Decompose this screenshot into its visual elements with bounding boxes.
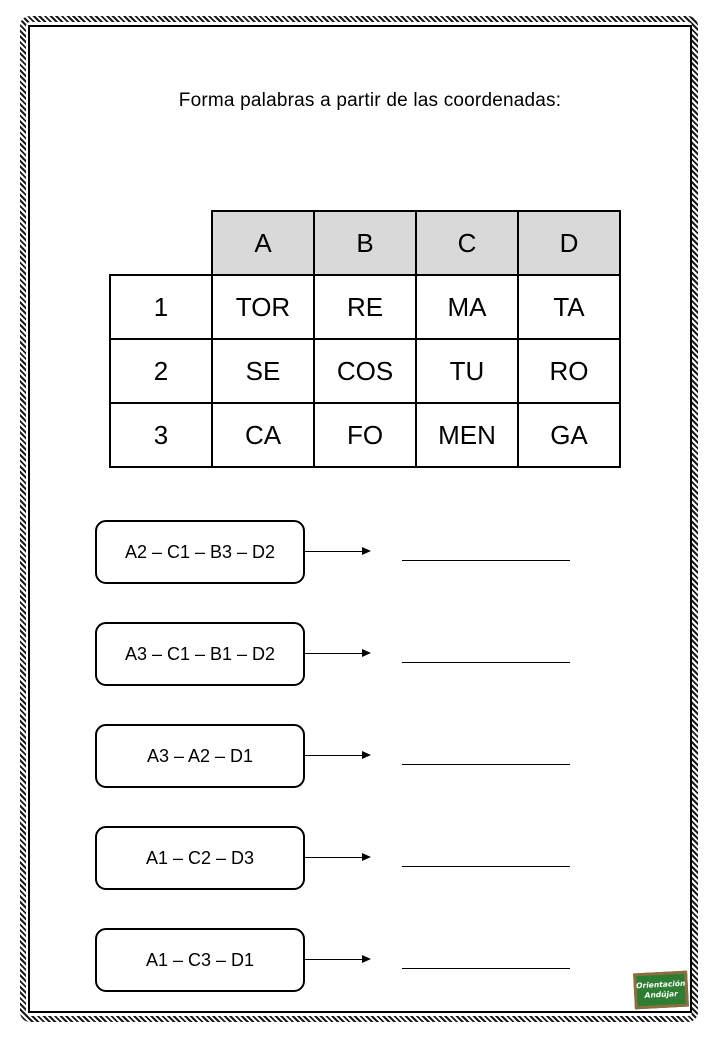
column-header-d: D <box>517 210 621 276</box>
syllable-cell: TOR <box>211 274 315 340</box>
syllable-cell: SE <box>211 338 315 404</box>
column-header-c: C <box>415 210 519 276</box>
syllable-cell: TA <box>517 274 621 340</box>
answer-blank[interactable] <box>402 866 570 867</box>
syllable-cell: MEN <box>415 402 519 468</box>
decorative-rope-border <box>20 16 698 1022</box>
chalkboard-icon: Orientación Andújar <box>633 970 689 1010</box>
syllable-cell: MA <box>415 274 519 340</box>
logo-line-2: Andújar <box>644 989 679 1000</box>
table-row: 2 SE COS TU RO <box>109 338 621 404</box>
table-row: 1 TOR RE MA TA <box>109 274 621 340</box>
coordinate-box: A1 – C3 – D1 <box>95 928 305 992</box>
syllable-cell: TU <box>415 338 519 404</box>
exercise-item: A1 – C2 – D3 <box>95 826 595 890</box>
answer-blank[interactable] <box>402 662 570 663</box>
arrow-head-icon <box>362 955 371 963</box>
syllable-cell: RO <box>517 338 621 404</box>
syllable-cell: RE <box>313 274 417 340</box>
exercise-item: A3 – C1 – B1 – D2 <box>95 622 595 686</box>
arrow-line <box>305 857 363 858</box>
syllable-cell: FO <box>313 402 417 468</box>
coordinate-table: A B C D 1 TOR RE MA TA 2 SE COS TU RO 3 … <box>109 210 621 468</box>
syllable-cell: CA <box>211 402 315 468</box>
arrow-head-icon <box>362 649 371 657</box>
row-header: 2 <box>109 338 213 404</box>
header-row: A B C D <box>110 210 621 276</box>
orientacion-andujar-logo: Orientación Andújar <box>633 970 689 1010</box>
table-row: 3 CA FO MEN GA <box>109 402 621 468</box>
answer-blank[interactable] <box>402 968 570 969</box>
arrow-head-icon <box>362 547 371 555</box>
column-header-a: A <box>211 210 315 276</box>
column-header-b: B <box>313 210 417 276</box>
arrow-line <box>305 653 363 654</box>
row-header: 1 <box>109 274 213 340</box>
answer-blank[interactable] <box>402 764 570 765</box>
exercise-item: A3 – A2 – D1 <box>95 724 595 788</box>
syllable-cell: COS <box>313 338 417 404</box>
syllable-cell: GA <box>517 402 621 468</box>
arrow-head-icon <box>362 751 371 759</box>
coordinate-box: A1 – C2 – D3 <box>95 826 305 890</box>
coordinate-box: A3 – C1 – B1 – D2 <box>95 622 305 686</box>
exercise-item: A1 – C3 – D1 <box>95 928 595 992</box>
coordinate-box: A3 – A2 – D1 <box>95 724 305 788</box>
row-header: 3 <box>109 402 213 468</box>
page-frame <box>28 25 692 1013</box>
answer-blank[interactable] <box>402 560 570 561</box>
corner-cell <box>110 211 212 275</box>
exercise-item: A2 – C1 – B3 – D2 <box>95 520 595 584</box>
worksheet-instruction: Forma palabras a partir de las coordenad… <box>178 90 562 111</box>
arrow-line <box>305 755 363 756</box>
coordinate-box: A2 – C1 – B3 – D2 <box>95 520 305 584</box>
arrow-head-icon <box>362 853 371 861</box>
arrow-line <box>305 959 363 960</box>
arrow-line <box>305 551 363 552</box>
